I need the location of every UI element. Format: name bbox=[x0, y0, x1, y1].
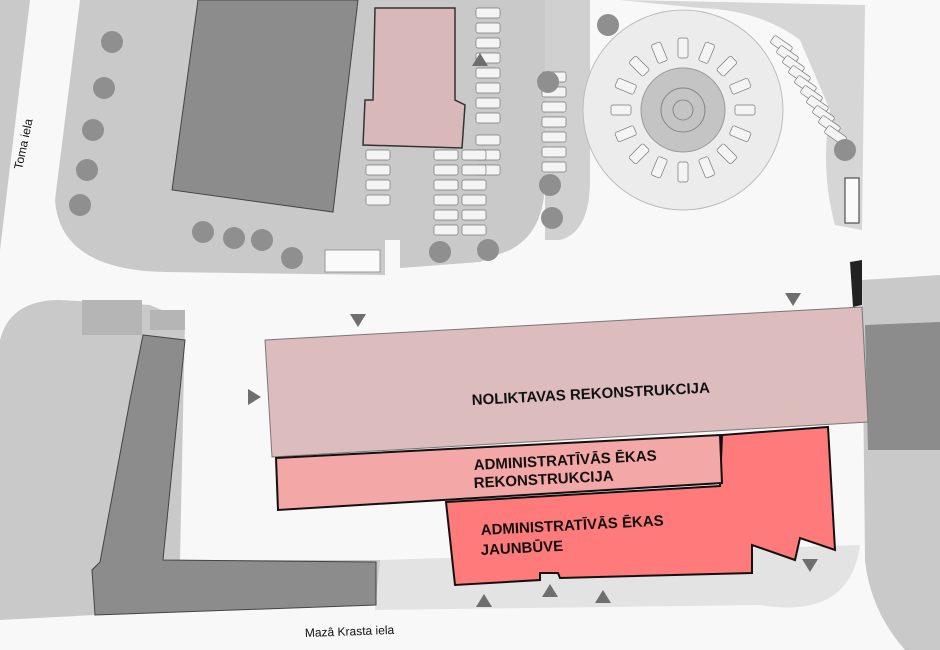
parking-car bbox=[729, 125, 752, 142]
block-left-top bbox=[0, 0, 30, 250]
building-pink-north bbox=[362, 7, 466, 149]
tree-icon bbox=[76, 159, 98, 181]
parking-car bbox=[541, 116, 567, 128]
parking-car bbox=[475, 112, 501, 124]
existing-structure-dark bbox=[850, 260, 862, 307]
tree-icon bbox=[541, 207, 563, 229]
parking-car bbox=[365, 164, 391, 176]
parking-car bbox=[698, 41, 715, 64]
parking-car bbox=[698, 156, 715, 179]
tree-icon bbox=[251, 229, 273, 251]
entrance-arrow-icon bbox=[802, 559, 818, 572]
parking-car bbox=[475, 22, 501, 34]
tree-icon bbox=[223, 227, 245, 249]
parking-car bbox=[365, 194, 391, 206]
roundabout-center bbox=[640, 67, 726, 153]
parking-car bbox=[475, 7, 501, 19]
admin-building-reconstruction bbox=[274, 433, 724, 512]
entrance-arrow-icon bbox=[785, 293, 801, 306]
small-structure bbox=[844, 177, 860, 224]
parking-car bbox=[433, 194, 459, 206]
parking-car bbox=[461, 194, 487, 206]
block-top-right bbox=[620, 0, 865, 230]
parking-car bbox=[461, 179, 487, 191]
entrance-arrows bbox=[248, 53, 818, 607]
parking-car bbox=[610, 104, 632, 116]
entrance-arrow-icon bbox=[476, 594, 492, 607]
parking-car bbox=[629, 56, 650, 77]
tree-icon bbox=[597, 14, 619, 36]
parking-car bbox=[433, 209, 459, 221]
parking-car bbox=[461, 224, 487, 236]
parking-car bbox=[365, 149, 391, 161]
parking-car bbox=[475, 97, 501, 109]
entrance-arrow-icon bbox=[542, 584, 558, 597]
parking-car bbox=[365, 179, 391, 191]
parking-car bbox=[475, 37, 501, 49]
tree-icon bbox=[93, 77, 115, 99]
street-label-maza-krasta: Mazâ Krasta iela bbox=[305, 623, 395, 640]
warehouse-reconstruction bbox=[264, 306, 869, 458]
parking-car bbox=[729, 78, 752, 95]
parking-car bbox=[629, 143, 650, 164]
parking-car bbox=[433, 149, 459, 161]
parking-car bbox=[716, 143, 737, 164]
parking-car bbox=[475, 134, 501, 146]
trees bbox=[69, 14, 856, 269]
small-structure bbox=[150, 310, 185, 330]
tree-icon bbox=[429, 241, 451, 263]
roundabout-core bbox=[672, 99, 694, 121]
parking-car bbox=[433, 224, 459, 236]
parking-car bbox=[433, 179, 459, 191]
tree-icon bbox=[834, 139, 856, 161]
entrance-arrow-icon bbox=[472, 53, 488, 66]
entrance-arrow-icon bbox=[350, 314, 366, 327]
parking-car bbox=[677, 37, 689, 59]
tree-icon bbox=[82, 119, 104, 141]
parking-car bbox=[461, 164, 487, 176]
entrance-arrow-icon bbox=[248, 389, 261, 405]
parking-car bbox=[461, 209, 487, 221]
block-bottom-left bbox=[0, 300, 380, 620]
small-structure bbox=[82, 300, 142, 335]
parking-car bbox=[475, 67, 501, 79]
tree-icon bbox=[192, 221, 214, 243]
tree-icon bbox=[101, 31, 123, 53]
parking-car bbox=[433, 164, 459, 176]
admin-new-label-2: JAUNBŪVE bbox=[480, 538, 563, 559]
existing-building-east bbox=[865, 322, 940, 450]
parking-car bbox=[677, 161, 689, 183]
tree-icon bbox=[537, 71, 559, 93]
tree-icon bbox=[477, 239, 499, 261]
roundabout-inner-ring bbox=[660, 87, 706, 133]
parking-car bbox=[475, 82, 501, 94]
parking-car bbox=[651, 41, 668, 64]
parking-car bbox=[541, 101, 567, 113]
existing-building-north bbox=[171, 0, 359, 213]
parking-car bbox=[614, 125, 637, 142]
tree-icon bbox=[539, 174, 561, 196]
parking-car bbox=[651, 156, 668, 179]
parking-car bbox=[461, 149, 487, 161]
parking-cars bbox=[365, 7, 847, 236]
parking-car bbox=[541, 131, 567, 143]
admin-building-new bbox=[444, 425, 837, 587]
small-structure bbox=[324, 249, 381, 273]
parking-car bbox=[614, 78, 637, 95]
entrance-arrow-icon bbox=[595, 590, 611, 603]
tree-icon bbox=[69, 194, 91, 216]
parking-car bbox=[541, 161, 567, 173]
parking-car bbox=[734, 104, 756, 116]
existing-building-l-shape bbox=[91, 334, 377, 616]
parking-car bbox=[716, 56, 737, 77]
tree-icon bbox=[281, 247, 303, 269]
parking-car bbox=[541, 146, 567, 158]
